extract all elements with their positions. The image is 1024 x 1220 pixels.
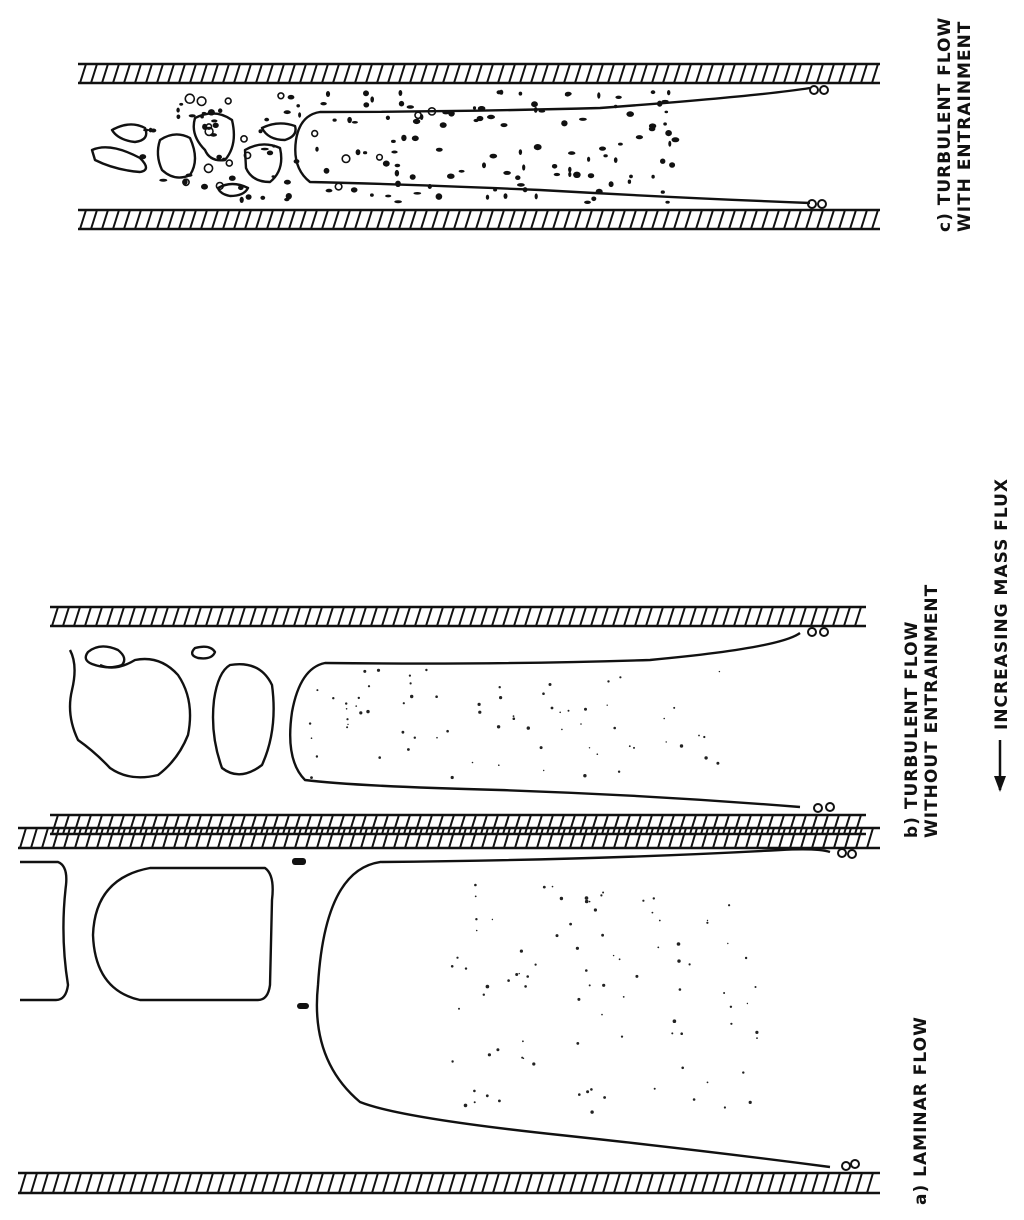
- panel-c-label-line1: c) TURBULENT FLOW: [935, 17, 955, 232]
- arrow-left-icon: [994, 740, 1006, 792]
- panel-b-elongated-vapor-bubble: [290, 633, 800, 807]
- panel-c-pipe-top-wall: [78, 64, 880, 83]
- panel-b-label-line2: WITHOUT ENTRAINMENT: [922, 584, 942, 838]
- panel-b-fine-droplets: [309, 669, 720, 779]
- panel-b-label-line1: b) TURBULENT FLOW: [902, 621, 922, 838]
- panel-a-droplet: [292, 858, 306, 865]
- panel-c-turbulent-flow-with-entrainment: [78, 64, 880, 229]
- panel-c-vapor-cluster: [262, 123, 296, 140]
- panel-c-label-line2: WITH ENTRAINMENT: [955, 21, 975, 232]
- panel-a-fine-droplets: [451, 884, 759, 1114]
- panel-b-vapor-cluster: [70, 650, 190, 777]
- panel-a-nucleation-bubbles: [838, 849, 859, 1170]
- panel-b-vapor-cluster: [213, 664, 274, 774]
- panel-b-vapor-cluster: [86, 646, 125, 667]
- panel-b-nucleation-bubbles: [808, 628, 834, 812]
- panel-a-elongated-vapor-bubble: [317, 849, 830, 1167]
- panel-c-elongated-vapor-core: [295, 88, 810, 203]
- panel-a-droplet: [297, 1003, 309, 1009]
- panel-c-vapor-cluster: [158, 134, 195, 177]
- panel-c-pipe-bottom-wall: [78, 210, 880, 229]
- panel-c-vapor-cluster: [92, 147, 146, 172]
- panel-a-vapor-slug-partial: [20, 862, 68, 1000]
- panel-a-label: a) LAMINAR FLOW: [911, 1016, 931, 1205]
- panel-c-nucleation-bubbles: [808, 86, 828, 208]
- panel-a-laminar-flow: [18, 828, 880, 1193]
- panel-b-turbulent-flow-without-entrainment: [50, 607, 866, 834]
- panel-a-pipe-bottom-wall: [18, 1173, 880, 1193]
- panel-b-pipe-bottom-wall: [50, 815, 866, 834]
- panel-c-vapor-cluster: [112, 124, 146, 142]
- increasing-mass-flux-label: INCREASING MASS FLUX: [992, 478, 1012, 730]
- panel-a-vapor-slug: [93, 868, 273, 1000]
- panel-b-pipe-top-wall: [50, 607, 866, 626]
- panel-b-vapor-cluster: [192, 647, 215, 659]
